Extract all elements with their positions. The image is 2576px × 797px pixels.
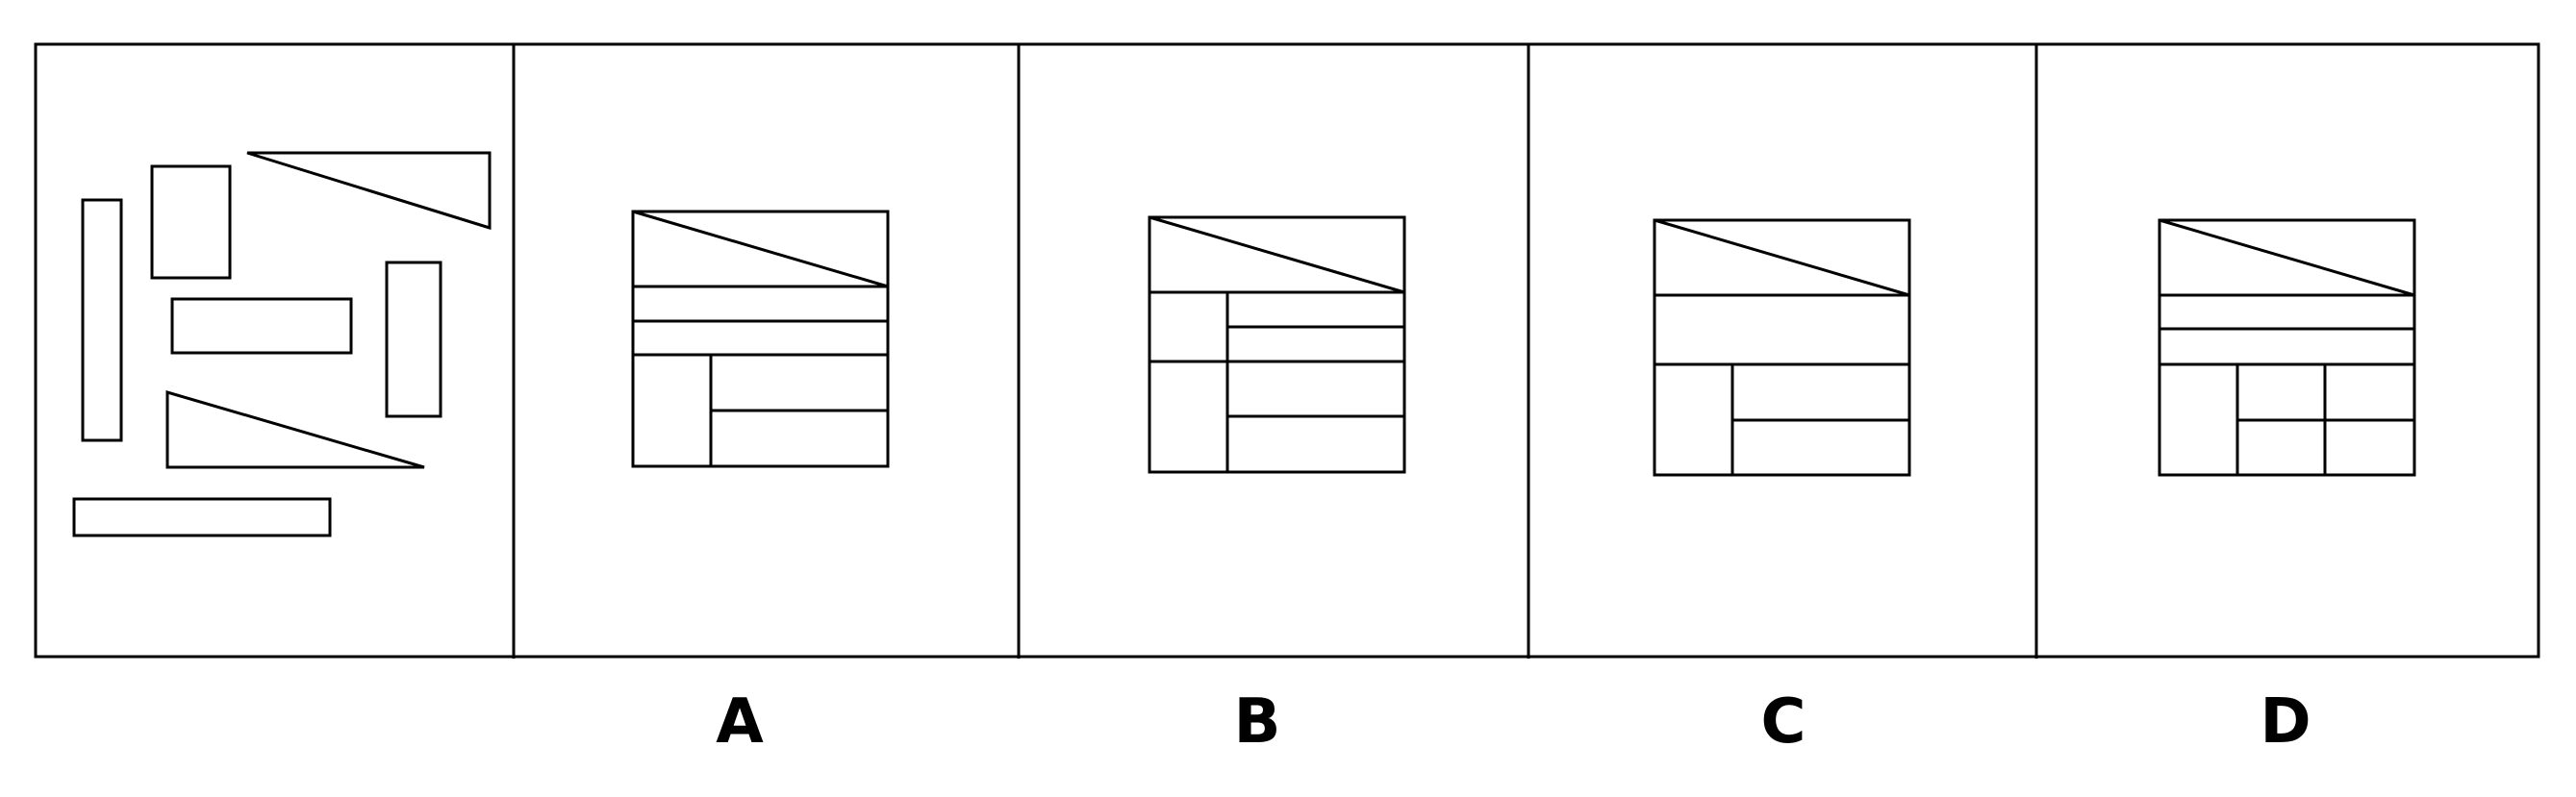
question-panel [72, 151, 492, 537]
option-a-figure[interactable] [631, 210, 890, 468]
option-c-label: C [1761, 686, 1806, 758]
option-b-figure[interactable] [1148, 215, 1406, 474]
piece-triangle-bottom [165, 389, 425, 469]
piece-long-rectangle [72, 497, 332, 537]
option-a-label: A [716, 686, 764, 758]
option-a-outline [631, 210, 890, 468]
option-d-label: D [2260, 686, 2311, 758]
piece-tall-rectangle [81, 198, 123, 442]
option-b-outline [1148, 215, 1406, 474]
piece-small-rectangle [150, 164, 232, 280]
option-b-label: B [1234, 686, 1281, 758]
option-c-figure[interactable] [1653, 218, 1911, 477]
piece-upright-rectangle [385, 261, 442, 418]
piece-wide-rectangle [170, 297, 353, 355]
puzzle-frame [34, 42, 2540, 659]
option-d-outline [2158, 218, 2416, 477]
piece-triangle-top [246, 151, 492, 231]
option-c-outline [1653, 218, 1911, 477]
option-d-figure[interactable] [2158, 218, 2416, 477]
